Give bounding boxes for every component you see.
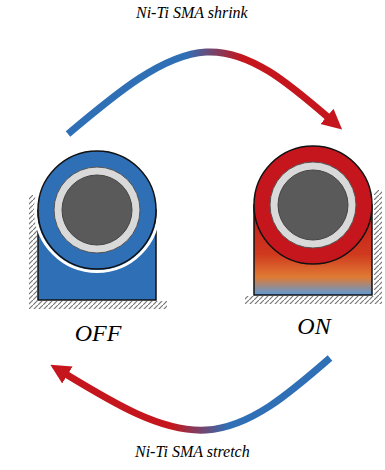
sma-ring [254, 146, 372, 264]
transition-label: Ni-Ti SMA shrink [133, 4, 251, 22]
sma-ring [38, 151, 156, 269]
shaft [278, 170, 348, 240]
actuator-state: ON [244, 135, 384, 360]
hatched-ground [245, 296, 382, 304]
gap-line [36, 149, 159, 272]
state-label: OFF [28, 320, 168, 347]
transition-label: Ni-Ti SMA stretch [132, 443, 253, 461]
hatched-wall [374, 190, 382, 303]
bearing-ring [270, 162, 356, 248]
transition-arrow [68, 52, 330, 134]
hatched-ground [29, 301, 167, 309]
state-label: ON [244, 313, 384, 340]
transition-arrow [64, 358, 330, 430]
shaft [62, 175, 132, 245]
bearing-ring [54, 167, 140, 253]
actuator-state: OFF [28, 140, 168, 365]
